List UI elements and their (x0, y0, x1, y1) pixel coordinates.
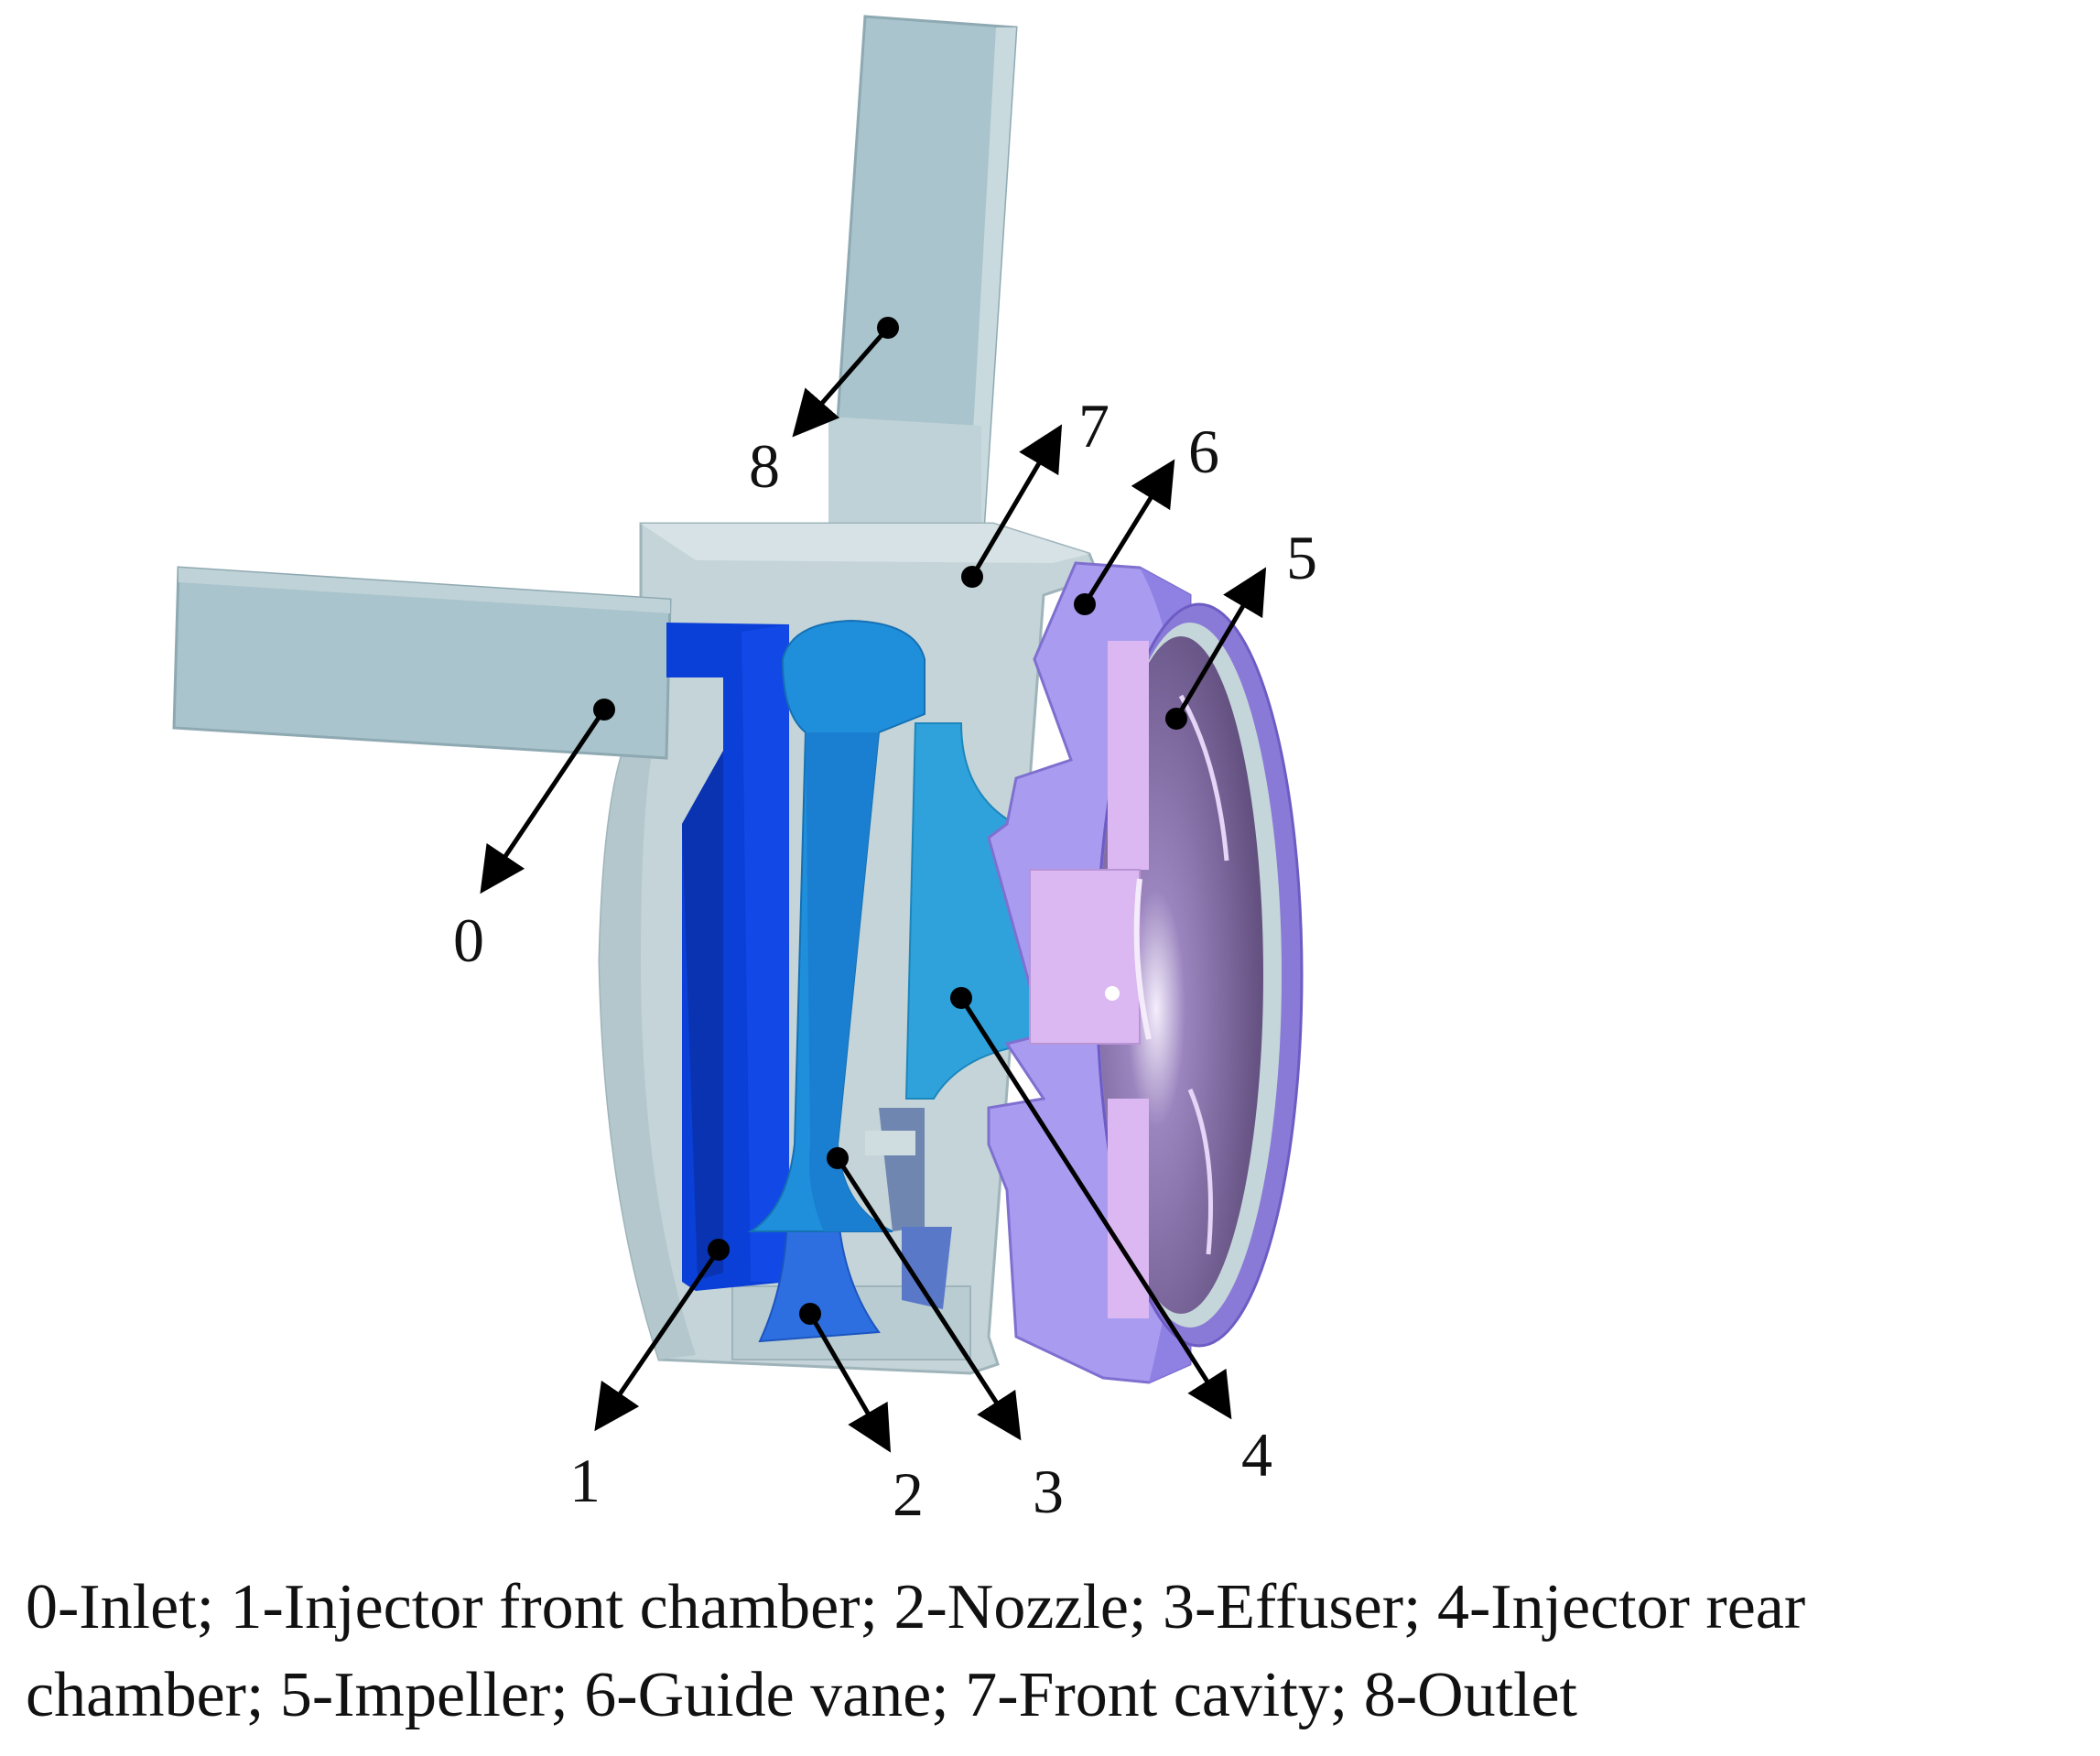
label-6: 6 (1188, 417, 1219, 486)
leader-dot-1 (708, 1239, 730, 1261)
label-7: 7 (1078, 391, 1110, 461)
inlet-pipe (172, 566, 672, 760)
leader-dot-0 (593, 699, 615, 721)
leader-line-1 (594, 1248, 721, 1432)
leader-dot-4 (950, 987, 972, 1009)
leader-line-2 (807, 1312, 892, 1453)
impeller (1029, 636, 1263, 1318)
label-8: 8 (749, 431, 780, 501)
label-0: 0 (453, 905, 484, 975)
label-3: 3 (1033, 1457, 1064, 1526)
injector-front-chamber (666, 623, 789, 1291)
leader-lines (480, 326, 1267, 1453)
leader-dot-7 (961, 566, 983, 588)
label-2: 2 (893, 1459, 924, 1529)
leader-dot-3 (827, 1147, 849, 1169)
leader-line-8 (792, 326, 890, 438)
nozzle (758, 1208, 881, 1343)
outlet-pipe (827, 15, 1018, 568)
leader-line-6 (1082, 459, 1175, 606)
leader-line-3 (835, 1156, 1022, 1441)
leader-line-0 (480, 708, 607, 894)
label-5: 5 (1286, 523, 1317, 592)
injector-rear-chamber (865, 722, 1035, 1155)
leader-line-4 (958, 996, 1232, 1420)
figure-caption: 0-Inlet; 1-Injector front chamber; 2-Noz… (26, 1564, 2085, 1740)
leader-line-5 (1174, 567, 1267, 721)
label-4: 4 (1241, 1420, 1272, 1490)
leader-dot-6 (1074, 593, 1096, 615)
caption-line-1: 0-Inlet; 1-Injector front chamber; 2-Noz… (26, 1572, 1806, 1642)
effuser (747, 619, 952, 1309)
leader-dot-5 (1165, 708, 1187, 730)
leader-dot-2 (799, 1303, 821, 1325)
caption-line-2: chamber; 5-Impeller; 6-Guide vane; 7-Fro… (26, 1660, 1578, 1730)
leader-dots (593, 317, 1187, 1325)
leader-line-7 (969, 424, 1063, 579)
leader-dot-8 (877, 317, 899, 339)
label-1: 1 (569, 1446, 601, 1515)
callout-labels: 0 1 2 3 4 5 6 7 8 (453, 391, 1317, 1529)
